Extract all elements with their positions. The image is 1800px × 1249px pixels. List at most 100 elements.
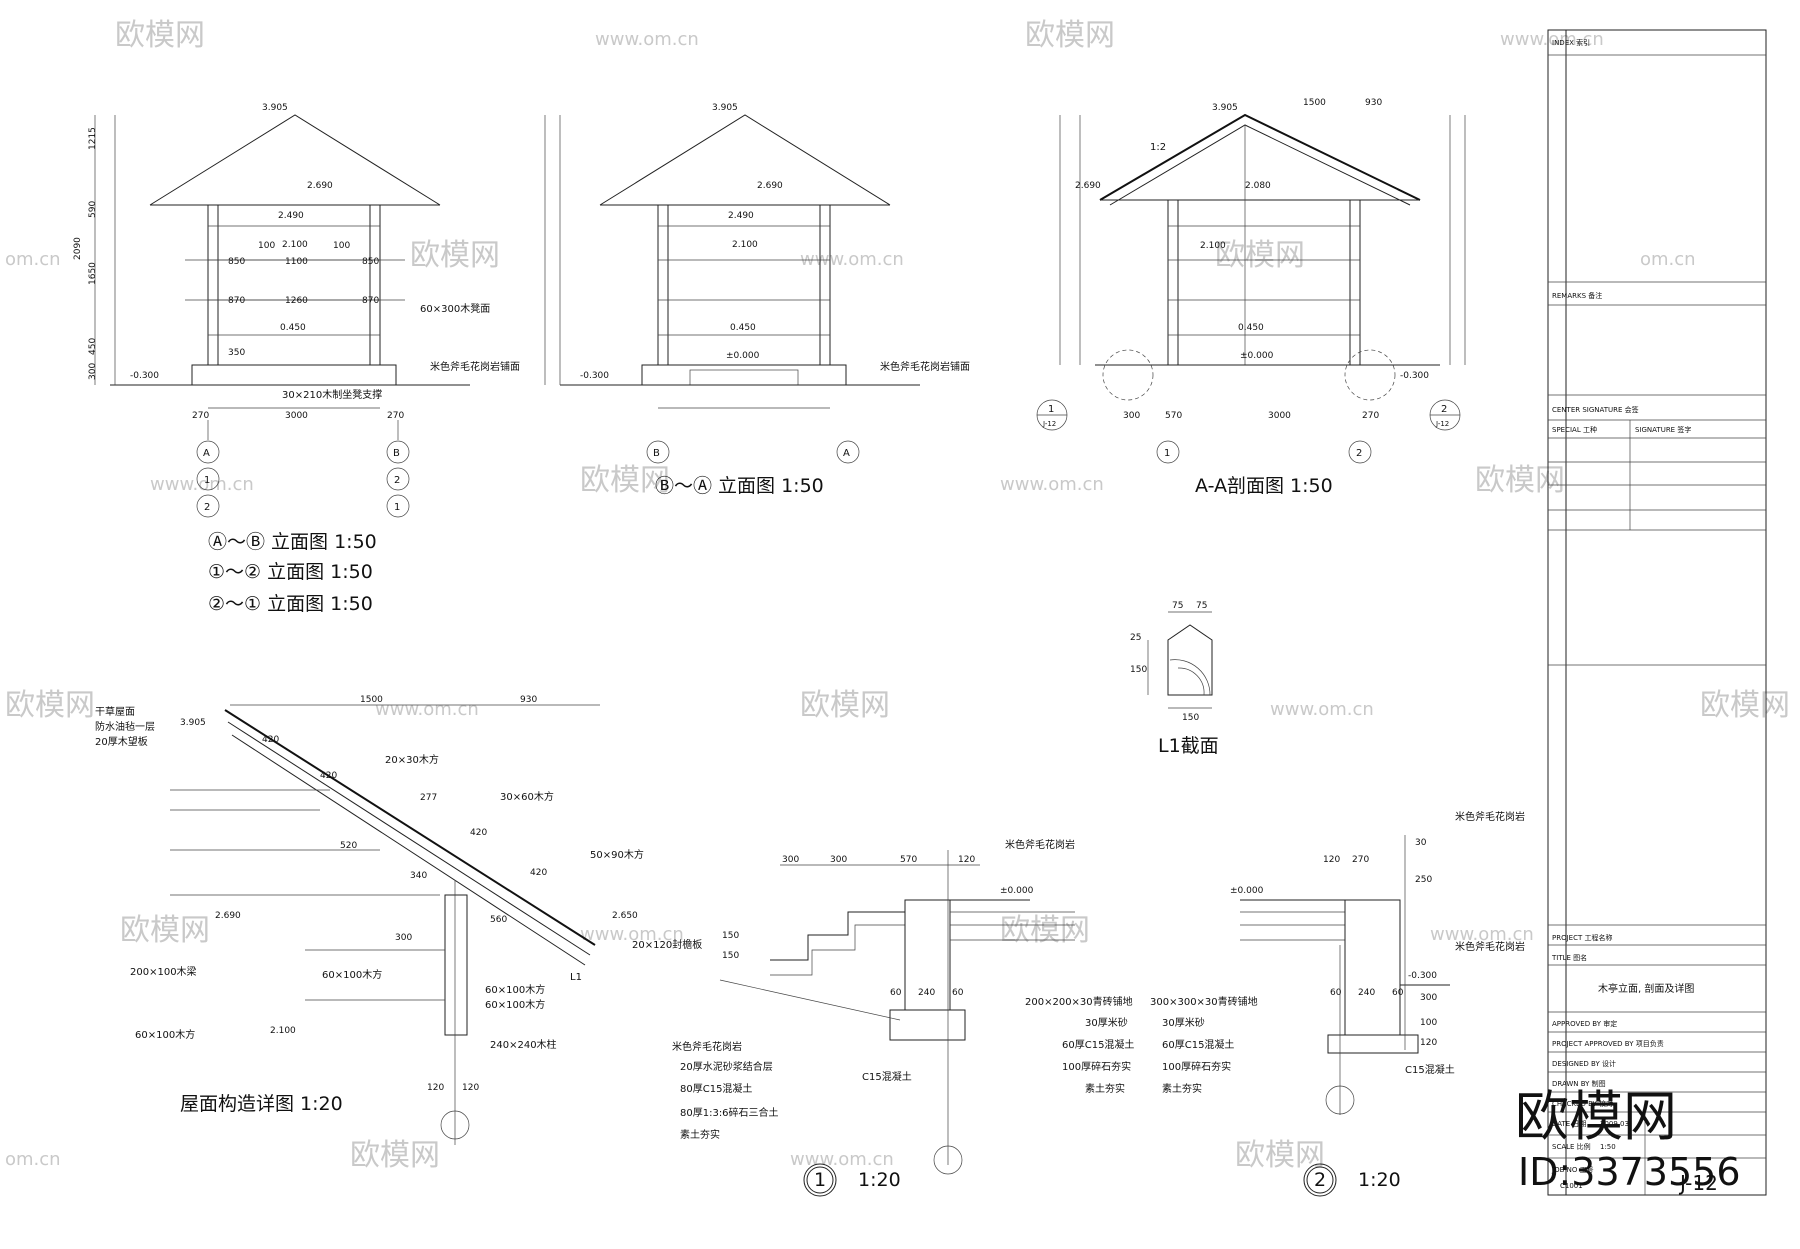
watermark-text: om.cn [5, 249, 61, 270]
l1-dim: 75 [1196, 601, 1207, 611]
detail2-dim: 270 [1352, 855, 1369, 865]
elev-ab-vdim: 1215 [88, 127, 98, 150]
watermark-text: www.om.cn [800, 249, 904, 270]
detail-2: ±0.000 -0.300 120 270 30 250 60 240 60 3… [1150, 810, 1525, 1197]
elev-ab-hdim: 870 [362, 296, 379, 306]
axis-label: 2 [1356, 448, 1362, 459]
watermark-text: www.om.cn [595, 29, 699, 50]
tb-row: DESIGNED BY 设计 [1552, 1059, 1616, 1068]
tb-row: INDEX 索引 [1552, 38, 1590, 47]
section-level: 2.690 [1075, 181, 1101, 191]
tb-row: DATE 日期 [1552, 1120, 1586, 1128]
watermark-text: www.om.cn [1430, 924, 1534, 945]
detail2-level: ±0.000 [1230, 886, 1264, 896]
elev-ab-level: 2.490 [278, 211, 304, 221]
roof-dim: 420 [262, 735, 279, 745]
tb-row: JOB NO 工号 [1551, 1166, 1594, 1174]
elev-ab-vdim: 300 [88, 363, 98, 380]
section-dim: 1500 [1303, 98, 1326, 108]
elev-ab-vdim: 450 [88, 338, 98, 355]
elev-ab-level-top: 3.905 [262, 103, 288, 113]
detail-ref-sheet: J-12 [1435, 420, 1449, 428]
detail2-note: 100厚碎石夯实 [1162, 1060, 1231, 1073]
axis-label: A [843, 448, 850, 459]
elev-ab-level: 0.450 [280, 323, 306, 333]
watermark-text: www.om.cn [1500, 29, 1604, 50]
watermark-text: 欧模网 [1000, 913, 1090, 948]
roof-note: 60×100木方 [135, 1028, 195, 1041]
detail1-num: 1 [814, 1169, 826, 1191]
watermark-text: 欧模网 [1025, 18, 1115, 53]
detail1-note: 素土夯实 [680, 1128, 720, 1141]
watermark-text: om.cn [1640, 249, 1696, 270]
section-dim: 3000 [1268, 411, 1291, 421]
tb-row: SPECIAL 工种 [1552, 425, 1597, 434]
l1-title: L1截面 [1158, 735, 1219, 757]
tb-row: APPROVED BY 审定 [1552, 1019, 1617, 1028]
detail1-dim: 150 [722, 951, 739, 961]
roof-note: 60×100木方 [485, 983, 545, 996]
detail1-concrete: C15混凝土 [862, 1070, 912, 1083]
roof-dim: 420 [320, 771, 337, 781]
elev-ab-note: 60×300木凳面 [420, 303, 490, 315]
watermark-text: om.cn [5, 1149, 61, 1170]
section-level: -0.300 [1400, 371, 1429, 381]
detail1-note: 80厚C15混凝土 [680, 1082, 752, 1095]
elev-ab-level: 2.100 [282, 240, 308, 250]
elev-ab-hdim: 100 [333, 241, 350, 251]
detail1-note: 素土夯实 [1085, 1082, 1125, 1095]
detail1-dim: 300 [782, 855, 799, 865]
watermark-text: 欧模网 [1475, 463, 1565, 498]
section-level: 0.450 [1238, 323, 1264, 333]
roof-dim: 520 [340, 841, 357, 851]
elevation-ab: 3.905 2.690 2.490 2.100 0.450 -0.300 121… [73, 103, 520, 615]
roof-detail: 3.905 2.690 2.650 2.100 1500 930 420 420… [95, 695, 702, 1145]
tb-row: REMARKS 备注 [1552, 291, 1602, 300]
axis-label: 1 [204, 475, 210, 486]
tb-drawing-title: 木亭立面, 剖面及详图 [1598, 982, 1694, 995]
roof-level: 2.650 [612, 911, 638, 921]
detail1-dim: 240 [918, 988, 935, 998]
roof-note: 60×100木方 [485, 998, 545, 1011]
watermark-text: 欧模网 [115, 18, 205, 53]
roof-note: 50×90木方 [590, 848, 644, 861]
elev-ab-vdim: 590 [88, 201, 98, 218]
section-level: 2.080 [1245, 181, 1271, 191]
roof-note: 防水油毡一层 [95, 720, 155, 733]
detail1-dim: 60 [952, 988, 964, 998]
elev-ab-hdim: 270 [192, 411, 209, 421]
elev-ab-hdim: 1260 [285, 296, 308, 306]
detail1-dim: 120 [958, 855, 975, 865]
detail2-dim: 120 [1323, 855, 1340, 865]
roof-note: 20×120封檐板 [632, 938, 702, 951]
detail2-note: 30厚米砂 [1162, 1016, 1205, 1029]
detail2-note: 米色斧毛花岗岩 [1455, 810, 1525, 823]
detail2-note: 60厚C15混凝土 [1162, 1038, 1234, 1051]
axis-label: B [393, 448, 400, 459]
roof-dim: 560 [490, 915, 507, 925]
detail2-concrete: C15混凝土 [1405, 1063, 1455, 1076]
tb-row: SIGNATURE 签字 [1635, 425, 1691, 434]
detail2-dim: 240 [1358, 988, 1375, 998]
axis-label: A [203, 448, 210, 459]
elev-21-title: ②～① 立面图 1:50 [208, 593, 373, 615]
section-level: 2.100 [1200, 241, 1226, 251]
watermark-text: 欧模网 [1235, 1138, 1325, 1173]
watermark-text: www.om.cn [375, 699, 479, 720]
roof-dim: 120 [462, 1083, 479, 1093]
title-block: INDEX 索引 REMARKS 备注 CENTER SIGNATURE 会签 … [1547, 29, 1767, 1196]
brand-stamp: 欧模网 ID:3373556 [1515, 1085, 1741, 1194]
roof-dim: 277 [420, 793, 437, 803]
watermark-text: 欧模网 [5, 688, 95, 723]
l1-dim: 25 [1130, 633, 1141, 643]
elev-ba-level: 2.490 [728, 211, 754, 221]
roof-note: 干草屋面 [95, 706, 135, 718]
elev-ab-hdim: 850 [228, 257, 245, 267]
detail1-dim: 570 [900, 855, 917, 865]
elev-ab-title: Ⓐ～Ⓑ 立面图 1:50 [208, 531, 377, 553]
roof-note: 20×30木方 [385, 753, 439, 766]
detail-ref-sheet: J-12 [1042, 420, 1056, 428]
detail1-note: 60厚C15混凝土 [1062, 1038, 1134, 1051]
section-slope: 1:2 [1150, 142, 1166, 153]
roof-level: 2.690 [215, 911, 241, 921]
